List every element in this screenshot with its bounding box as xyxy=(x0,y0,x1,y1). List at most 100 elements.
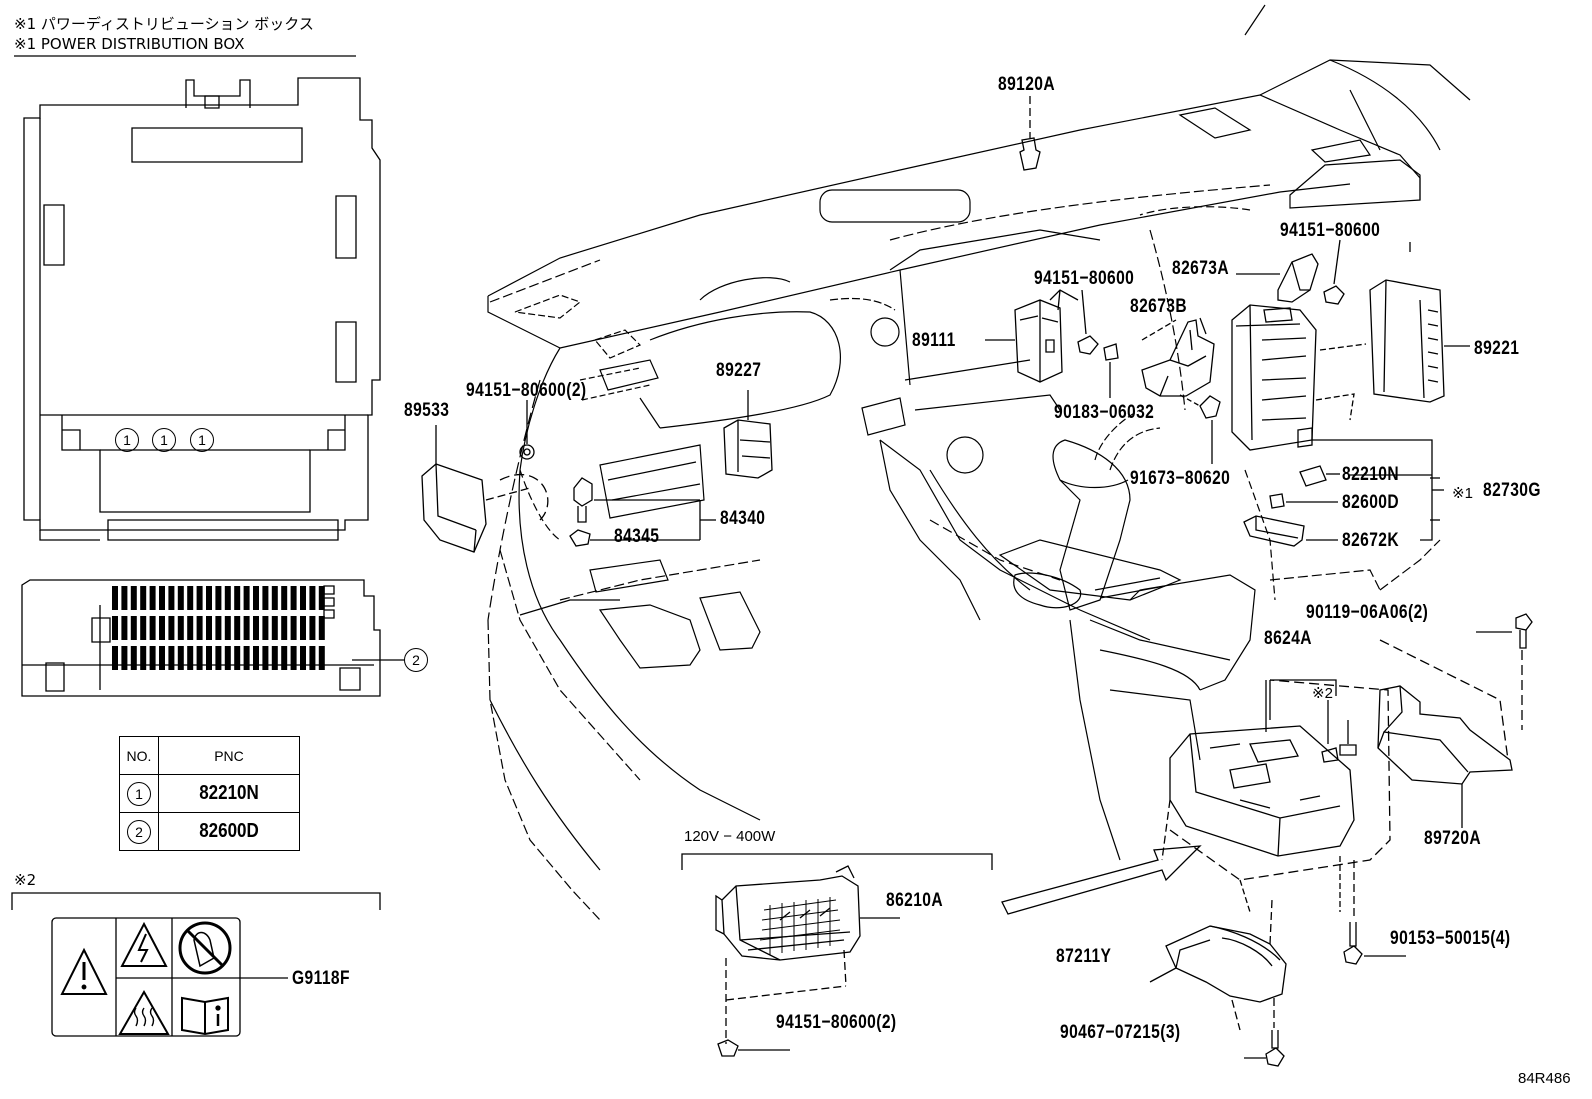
part-82600D: 82600D xyxy=(1342,492,1400,513)
part-87211Y: 87211Y xyxy=(1056,946,1112,967)
fuse-slot xyxy=(281,616,288,640)
arrow-to-ecu xyxy=(1002,846,1200,914)
bracket-82673A xyxy=(1278,254,1318,302)
fuse-slot xyxy=(215,646,222,670)
fuse-slot xyxy=(234,646,241,670)
fuse-slot xyxy=(309,586,316,610)
fuse-slot xyxy=(271,616,278,640)
bracket-group-82730G xyxy=(1312,440,1444,540)
relay-82210N xyxy=(1300,466,1340,486)
fuse-slot xyxy=(253,586,259,610)
inverter-86210A xyxy=(682,854,992,1044)
bolt-90119 xyxy=(1516,614,1532,730)
fuse-slot xyxy=(140,646,147,670)
fuse-slot xyxy=(149,586,156,610)
fuse-slot xyxy=(130,616,137,640)
fuse-slot xyxy=(159,646,165,670)
fuse-slot xyxy=(187,586,194,610)
fuse-slot xyxy=(309,616,316,640)
note1-marker: ※1 xyxy=(1452,485,1473,502)
module-89227 xyxy=(724,390,772,478)
power-distribution-box-top-view xyxy=(24,78,380,540)
fuse-slot xyxy=(196,586,203,610)
bracket-82673B xyxy=(1142,320,1214,396)
part-90153-50015: 90153−50015(4) xyxy=(1390,928,1511,949)
fuse-slot xyxy=(224,586,231,610)
fuse-slot xyxy=(130,646,137,670)
sensor-89533 xyxy=(422,425,548,552)
pnc-table-header: NO. PNC xyxy=(119,736,300,775)
warning-triangle-icon xyxy=(62,950,106,994)
caution-label-section xyxy=(12,893,380,1036)
row-pnc: 82210N xyxy=(199,782,259,804)
note1-english-title: ※1 POWER DISTRIBUTION BOX xyxy=(14,35,245,53)
part-8624A: 8624A xyxy=(1264,628,1312,649)
bolt-90467 xyxy=(1244,998,1284,1066)
fuse-slot xyxy=(224,616,231,640)
fuse-slot xyxy=(196,646,203,670)
fuse-slot xyxy=(253,646,259,670)
fuse-slot xyxy=(318,586,325,610)
fuse-slot xyxy=(290,586,297,610)
part-82673A: 82673A xyxy=(1172,258,1230,279)
inverter-spec-note: 120V − 400W xyxy=(684,828,776,845)
power-distribution-box-side-view xyxy=(22,580,404,696)
fuse-slot xyxy=(253,616,259,640)
fuse-slot xyxy=(121,586,128,610)
fuse-slot xyxy=(177,646,184,670)
fuse-slot xyxy=(290,646,297,670)
bolt-91673 xyxy=(1180,395,1220,464)
fuse-slot xyxy=(112,586,118,610)
leader-lines xyxy=(1200,242,1512,632)
nut-94151-top xyxy=(1324,240,1344,304)
fuse-slot xyxy=(121,616,128,640)
fuse-slot xyxy=(262,586,269,610)
cover-82672K xyxy=(1244,516,1338,546)
fuse-slot xyxy=(168,586,175,610)
fuse-slot xyxy=(215,616,222,640)
part-94151-80600-top: 94151−80600 xyxy=(1280,220,1381,241)
cable-clamp-89120A xyxy=(1020,96,1040,170)
part-G9118F: G9118F xyxy=(292,968,350,989)
fuse-slot xyxy=(243,586,250,610)
note2-marker: ※2 xyxy=(1312,685,1333,702)
part-89221: 89221 xyxy=(1474,338,1520,359)
part-89111: 89111 xyxy=(912,330,956,351)
small-part-note2 xyxy=(1340,720,1356,755)
fuse-slot xyxy=(177,616,184,640)
row-number: 1 xyxy=(127,781,151,806)
fuse-slot xyxy=(177,586,184,610)
part-89120A: 89120A xyxy=(998,74,1056,95)
main-body-ecu-82730G xyxy=(1232,305,1354,450)
fuse-slot xyxy=(234,586,241,610)
ecu-89221 xyxy=(1320,280,1470,402)
part-91673-80620: 91673−80620 xyxy=(1130,468,1231,489)
part-82210N: 82210N xyxy=(1342,464,1400,485)
fuse-slot xyxy=(149,646,156,670)
header-pnc: PNC xyxy=(158,736,300,775)
fuse-slot xyxy=(121,646,128,670)
part-94151-80600-mid: 94151−80600 xyxy=(1034,268,1135,289)
clip-90183 xyxy=(1104,344,1118,398)
part-89533: 89533 xyxy=(404,400,450,421)
fuse-slot xyxy=(187,646,194,670)
switch-84345 xyxy=(570,478,716,546)
row-pnc: 82600D xyxy=(199,820,259,842)
fuse-slot xyxy=(271,586,278,610)
part-90119-06A06: 90119−06A06(2) xyxy=(1306,602,1429,623)
part-94151-80600-bottom: 94151−80600(2) xyxy=(776,1012,897,1033)
table-row: 1 82210N xyxy=(119,774,300,813)
marker-2: 2 xyxy=(404,648,428,672)
fuse-slot xyxy=(215,586,222,610)
dashboard-outline xyxy=(488,5,1470,920)
electric-shock-icon xyxy=(122,924,166,966)
fuse-slot xyxy=(271,646,278,670)
fuse-slot xyxy=(243,616,250,640)
fuse-slot xyxy=(140,586,147,610)
fuse-slot xyxy=(281,646,288,670)
fuse-slot xyxy=(168,616,175,640)
power-management-ecu-8624A xyxy=(1162,680,1390,912)
fuse-slot xyxy=(262,616,269,640)
module-89111 xyxy=(985,290,1078,382)
